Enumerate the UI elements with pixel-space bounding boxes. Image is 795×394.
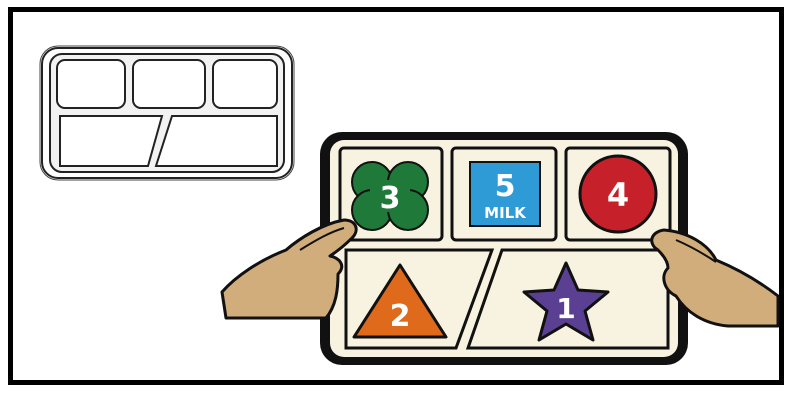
milk-label: MILK bbox=[484, 204, 527, 222]
milk-number: 5 bbox=[495, 169, 516, 204]
star-number: 1 bbox=[556, 292, 575, 325]
triangle-number: 2 bbox=[390, 299, 411, 334]
empty-tray-icon bbox=[40, 46, 294, 180]
clover-number: 3 bbox=[380, 181, 401, 216]
circle-number: 4 bbox=[607, 176, 629, 214]
